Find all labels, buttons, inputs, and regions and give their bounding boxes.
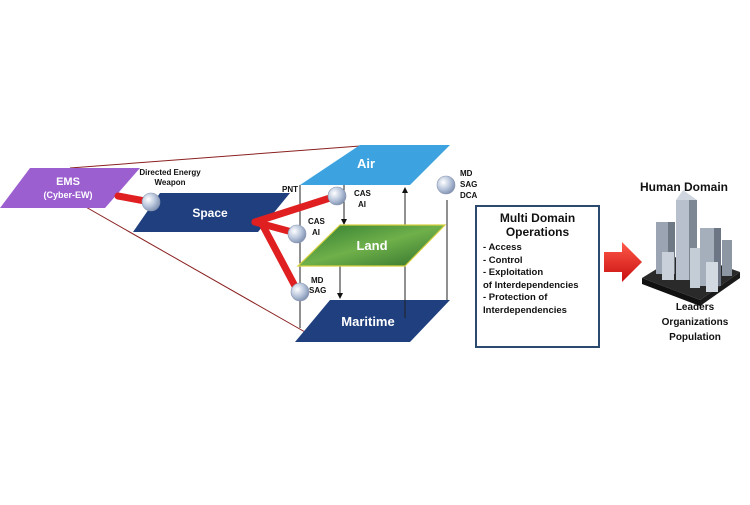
mdo-item-of-interdependencies: of Interdependencies (483, 279, 579, 291)
ems-title: EMS (56, 176, 80, 188)
node-sphere-icon (327, 186, 347, 206)
pnt-label: PNT (282, 185, 298, 194)
human-domain-organizations: Organizations (661, 317, 729, 328)
human-domain-title: Human Domain (640, 180, 729, 194)
mdo-item-access: - Access (483, 242, 522, 253)
human-domain-leaders: Leaders (675, 302, 715, 313)
cas-upper-label: CAS (354, 189, 372, 198)
mdo-box: Multi Domain Operations - Access - Contr… (475, 205, 600, 348)
mdo-title-line1: Multi Domain (499, 211, 576, 225)
maritime-plane (295, 300, 450, 342)
mdo-title-line2: Operations (505, 225, 570, 239)
air-plane (300, 145, 450, 185)
sag-right-label: SAG (460, 180, 477, 189)
directed-energy-label-2: Weapon (155, 178, 186, 187)
arrow-right-icon (604, 242, 642, 282)
space-maritime-link (258, 220, 300, 292)
ems-plane (0, 168, 140, 208)
human-domain-list: Leaders Organizations Population (650, 300, 740, 345)
human-domain-population: Population (669, 332, 721, 343)
md-label: MD (311, 276, 324, 285)
land-label: Land (356, 238, 387, 253)
node-sphere-icon (287, 224, 307, 244)
air-label: Air (357, 156, 375, 171)
maritime-label: Maritime (341, 314, 394, 329)
mdo-item-exploitation: - Exploitation (483, 267, 544, 278)
dca-right-label: DCA (460, 191, 478, 200)
space-air-link (251, 194, 334, 226)
directed-energy-label-1: Directed Energy (139, 168, 201, 177)
ai-upper-label: AI (358, 200, 366, 209)
ems-connector-bottom (69, 197, 306, 333)
mdo-item-protection: - Protection of (483, 292, 548, 303)
ems-connector-top (69, 145, 361, 169)
node-sphere-icon (436, 175, 456, 195)
md-right-label: MD (460, 169, 473, 178)
cas-lower-label: CAS (308, 217, 326, 226)
sag-label: SAG (309, 286, 326, 295)
city-buildings-icon (642, 190, 740, 306)
mdo-item-interdependencies: Interdependencies (483, 304, 567, 316)
mdo-item-control: - Control (483, 254, 523, 266)
land-plane (296, 224, 447, 267)
space-plane (133, 193, 290, 232)
node-sphere-icon (290, 282, 310, 302)
space-label: Space (192, 206, 228, 220)
ai-lower-label: AI (312, 228, 320, 237)
ems-subtitle: (Cyber-EW) (44, 190, 93, 200)
ems-space-link (114, 192, 149, 205)
node-sphere-icon (141, 192, 161, 212)
